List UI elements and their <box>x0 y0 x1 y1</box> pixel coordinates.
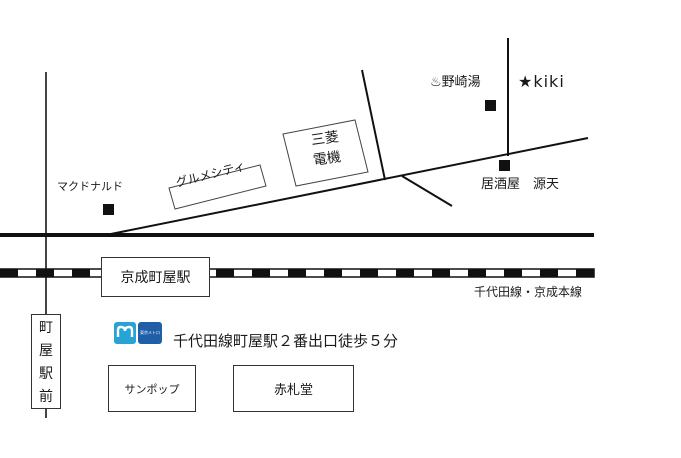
mitsubishi-label-line1: 三菱 <box>310 129 340 149</box>
gourmet-city-building <box>168 164 267 210</box>
machiya-ekimae-stop: 町 屋 駅 前 <box>31 314 61 409</box>
metro-brand-badge: 東京メトロ <box>138 322 162 344</box>
izakaya-marker <box>499 160 510 171</box>
street-branch <box>401 175 453 207</box>
metro-logo-icon <box>114 322 136 344</box>
metro-brand-text: 東京メトロ <box>140 330 160 335</box>
nozaki-yu-label: ♨野崎湯 <box>430 75 481 90</box>
mcdonalds-label: マクドナルド <box>57 180 123 193</box>
akafuda-do-building: 赤札堂 <box>233 365 354 412</box>
street-mitsubishi <box>361 69 386 181</box>
rail-lines-label: 千代田線・京成本線 <box>474 285 583 299</box>
machiya-ekimae-char-3: 駅 <box>39 366 53 382</box>
keisei-machiya-station-label: 京成町屋駅 <box>120 270 191 286</box>
metro-symbol-icon <box>116 325 134 337</box>
sun-pop-label: サンポップ <box>124 382 180 396</box>
machiya-ekimae-char-2: 屋 <box>39 343 53 359</box>
metro-access-note: 千代田線町屋駅２番出口徒歩５分 <box>173 332 399 350</box>
machiya-ekimae-char-1: 町 <box>39 320 53 336</box>
kiki-label: ★kiki <box>518 72 565 91</box>
mitsubishi-label-line2: 電機 <box>312 149 342 169</box>
sun-pop-building: サンポップ <box>108 365 196 412</box>
izakaya-label: 居酒屋 源天 <box>481 177 560 192</box>
machiya-ekimae-char-4: 前 <box>39 389 53 405</box>
akafuda-do-label: 赤札堂 <box>273 383 313 398</box>
mcdonalds-marker <box>103 204 114 215</box>
mitsubishi-building <box>282 119 369 187</box>
keisei-machiya-station: 京成町屋駅 <box>101 257 210 297</box>
nozaki-yu-marker <box>485 100 496 111</box>
